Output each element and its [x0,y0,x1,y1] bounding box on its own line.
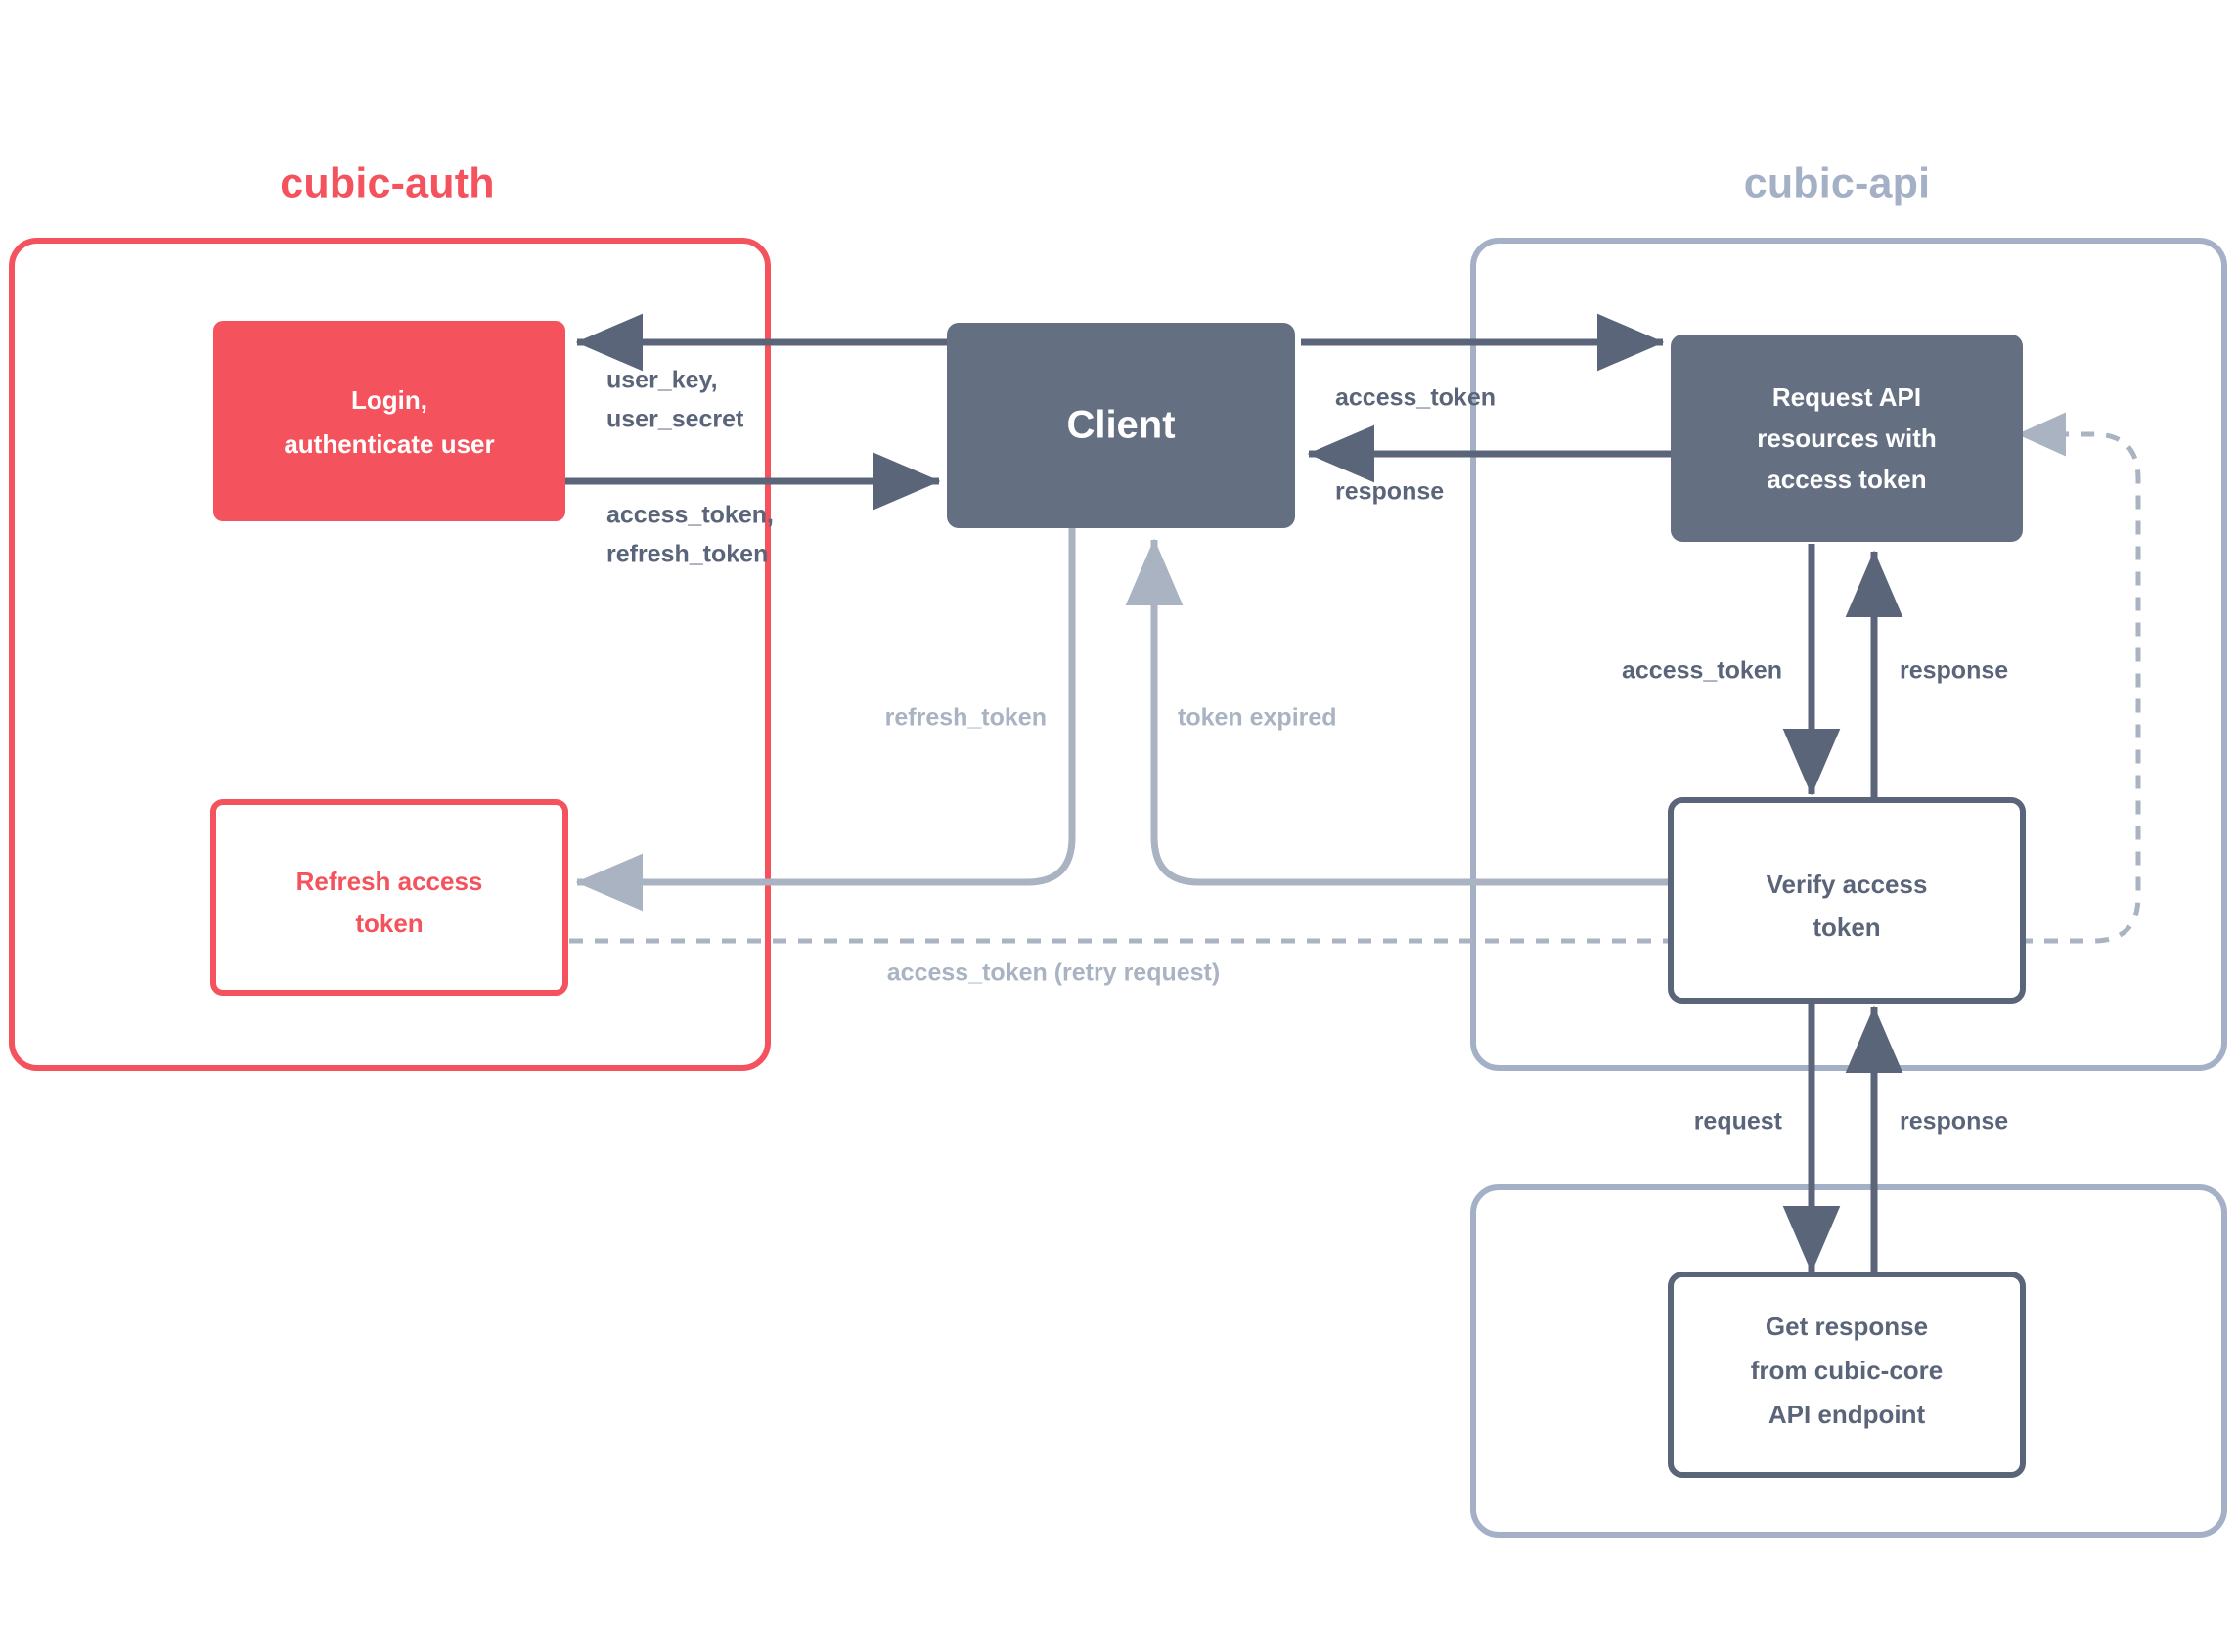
node-verify-line-2: token [1813,913,1880,942]
node-core-line-3: API endpoint [1768,1400,1926,1429]
edge-label-response-to-client: response [1335,478,1444,506]
edge-label-refresh-token-pair: refresh_token [606,541,768,568]
node-core-line-1: Get response [1766,1312,1928,1341]
node-login-line-2: authenticate user [284,429,494,459]
edge-label-access-token-retry: access_token (retry request) [887,960,1220,987]
node-client-box[interactable] [947,323,1295,528]
node-refresh-access-token[interactable]: Refresh access token [210,799,568,996]
node-login-line-1: Login, [351,385,427,415]
group-title-cubic-auth: cubic-auth [280,159,494,206]
edge-label-response-core: response [1900,1108,2008,1136]
edge-verify-to-client [1125,538,1682,886]
group-box-cubic-auth [9,238,771,1071]
node-cubic-core-endpoint[interactable]: Get response from cubic-core API endpoin… [1668,1272,2026,1478]
node-login-box[interactable] [213,321,565,521]
node-request-api[interactable]: Request API resources with access token [1671,335,2023,542]
node-refresh-line-1: Refresh access [296,867,483,896]
node-request-api-line-3: access token [1767,465,1926,494]
node-verify-box[interactable] [1668,797,2026,1004]
node-client[interactable]: Client [947,323,1295,528]
edge-label-user-secret: user_secret [606,406,744,433]
node-core-box[interactable] [1668,1272,2026,1478]
node-request-api-box[interactable] [1671,335,2023,542]
group-box-cubic-api-lower [1470,1184,2227,1538]
edge-label-access-token-to-api: access_token [1335,384,1496,412]
edge-label-access-token-verify: access_token [1622,657,1782,685]
edge-client-to-refresh [575,528,1076,912]
edge-refresh-retry-request [569,412,2141,944]
edge-label-access-token-comma: access_token, [606,502,774,529]
node-verify-access-token[interactable]: Verify access token [1668,797,2026,1004]
group-title-cubic-api: cubic-api [1744,159,1931,206]
edge-label-response-verify: response [1900,657,2008,685]
node-core-line-2: from cubic-core [1751,1356,1944,1385]
node-refresh-line-2: token [355,909,423,938]
edge-label-user-key: user_key, [606,367,718,394]
edge-label-token-expired: token expired [1178,704,1337,732]
node-refresh-box[interactable] [210,799,568,996]
node-login[interactable]: Login, authenticate user [213,321,565,521]
edge-label-request-core: request [1694,1108,1783,1136]
node-verify-line-1: Verify access [1767,870,1928,899]
node-request-api-line-2: resources with [1757,424,1937,453]
node-request-api-line-1: Request API [1772,382,1921,412]
edge-label-refresh-token: refresh_token [885,704,1047,732]
node-client-label: Client [1066,404,1175,447]
